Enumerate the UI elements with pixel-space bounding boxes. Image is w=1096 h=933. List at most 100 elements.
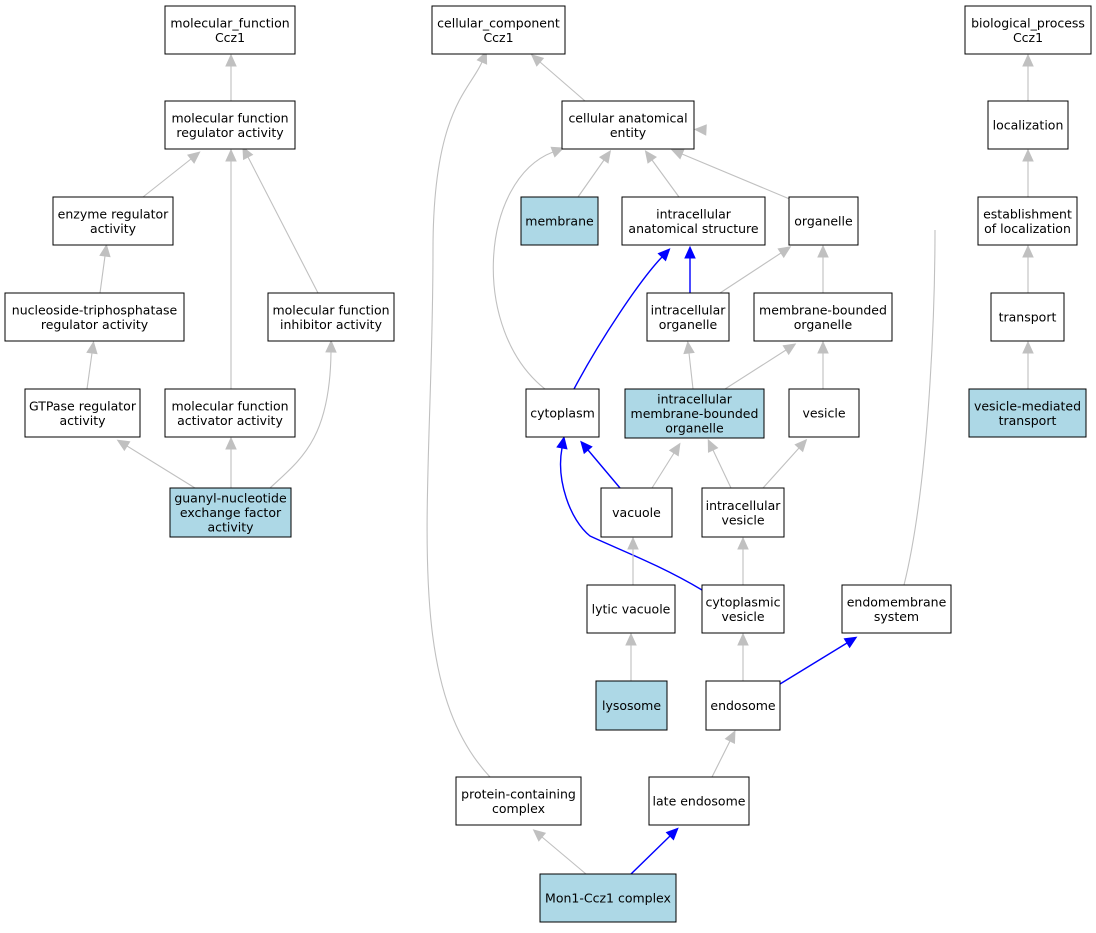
edge-vmt-to-transport [1022, 340, 1034, 389]
node-label: intracellular [706, 498, 782, 513]
arrowhead [532, 829, 547, 842]
node-box [267, 292, 395, 342]
node-box [520, 196, 599, 246]
node-label: establishment [983, 206, 1072, 221]
node-box [648, 776, 750, 826]
node-box [431, 5, 566, 55]
node-cytoplasm[interactable]: cytoplasm [525, 388, 600, 438]
node-label: membrane-bounded [631, 406, 759, 421]
arrowhead [1022, 148, 1034, 162]
node-membrane[interactable]: membrane [520, 196, 599, 246]
node-label: intracellular [656, 206, 732, 221]
node-box [169, 487, 292, 538]
node-late_endo[interactable]: late endosome [648, 776, 750, 826]
node-label: inhibitor activity [280, 317, 383, 332]
edge-endomem-to-cae [693, 124, 936, 586]
node-vesicle[interactable]: vesicle [788, 388, 860, 438]
edge-iv-to-imbo [707, 438, 732, 489]
edge-mf_act-to-mf_reg [225, 148, 237, 389]
edge-imbo-to-io [683, 340, 695, 390]
edge-cytoplasm-to-ias [573, 248, 671, 390]
arrowhead [817, 340, 829, 354]
arrowhead [476, 50, 488, 65]
node-organelle[interactable]: organelle [788, 196, 859, 246]
arrowhead [707, 438, 719, 453]
node-box [525, 388, 600, 438]
node-box [164, 388, 296, 438]
node-label: entity [610, 125, 647, 140]
node-label: activity [90, 221, 137, 236]
node-label: intracellular [651, 302, 727, 317]
arrowhead [782, 343, 797, 356]
node-box [52, 196, 174, 246]
edge-vacuole-to-cytoplasm [580, 440, 621, 489]
arrowhead [550, 146, 565, 158]
node-box [621, 196, 766, 246]
node-label: anatomical structure [628, 221, 758, 236]
arrowhead [1022, 53, 1034, 67]
arrowhead [556, 436, 568, 450]
node-label: enzyme regulator [58, 206, 170, 221]
node-lysosome[interactable]: lysosome [595, 680, 668, 731]
node-label: membrane [525, 214, 594, 229]
arrowhead [644, 150, 657, 164]
node-box [24, 388, 141, 438]
node-label: Ccz1 [483, 30, 513, 45]
arrowhead [187, 151, 201, 164]
arrowhead [580, 440, 593, 455]
arrowhead [325, 339, 337, 353]
node-label: membrane-bounded [759, 302, 887, 317]
node-label: complex [492, 801, 545, 816]
node-box [701, 487, 785, 538]
node-label: activity [207, 520, 254, 535]
node-box [977, 196, 1078, 246]
node-box [841, 584, 952, 634]
arrowhead [225, 148, 237, 162]
node-loc[interactable]: localization [987, 100, 1069, 150]
node-box [539, 873, 677, 923]
edge-transport-to-estab [1022, 244, 1034, 293]
arrowhead [737, 632, 749, 646]
node-box [964, 5, 1092, 55]
edge-membrane-to-cae [577, 150, 612, 198]
node-endosome[interactable]: endosome [705, 680, 781, 731]
node-box [595, 680, 668, 731]
node-mon1[interactable]: Mon1-Ccz1 complex [539, 873, 677, 923]
node-label: cellular anatomical [568, 110, 687, 125]
node-vacuole[interactable]: vacuole [600, 487, 673, 538]
arrowhead [684, 245, 696, 259]
node-lytic[interactable]: lytic vacuole [586, 584, 676, 634]
node-box [968, 388, 1087, 438]
edge-iv-to-vesicle [762, 438, 808, 489]
edge-lytic-to-vacuole [627, 536, 639, 585]
node-box [705, 680, 781, 731]
node-label: transport [999, 310, 1057, 325]
node-transport[interactable]: transport [990, 292, 1065, 342]
node-label: protein-containing [461, 786, 576, 801]
node-label: cellular_component [437, 15, 560, 30]
edge-gtp_reg-to-ntp_reg [86, 340, 98, 390]
node-label: Mon1-Ccz1 complex [545, 891, 671, 906]
edge-mf_inh-to-mf_reg [242, 146, 319, 294]
